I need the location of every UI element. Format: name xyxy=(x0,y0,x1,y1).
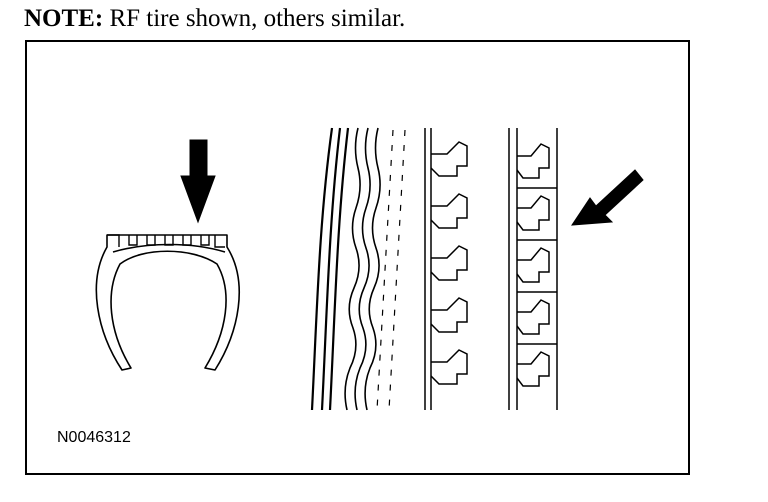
dashed-shoulder-lines xyxy=(376,129,406,411)
sidewall-lines xyxy=(310,127,350,411)
tread-blocks xyxy=(107,234,225,248)
tread-wear-indicator-strip xyxy=(508,128,558,410)
note-line: NOTE: RF tire shown, others similar. xyxy=(24,4,405,34)
wavy-sidewall-lines xyxy=(344,127,381,411)
worn-tread-strip xyxy=(424,128,468,410)
tire-illustration xyxy=(95,127,644,411)
down-arrow-icon xyxy=(180,139,216,224)
note-label: NOTE: xyxy=(24,5,104,32)
diagonal-arrow-icon xyxy=(571,169,644,226)
figure-frame: N0046312 xyxy=(25,40,690,475)
note-text: RF tire shown, others similar. xyxy=(109,5,406,32)
figure-id: N0046312 xyxy=(57,429,131,446)
tire-cross-section xyxy=(95,234,240,371)
